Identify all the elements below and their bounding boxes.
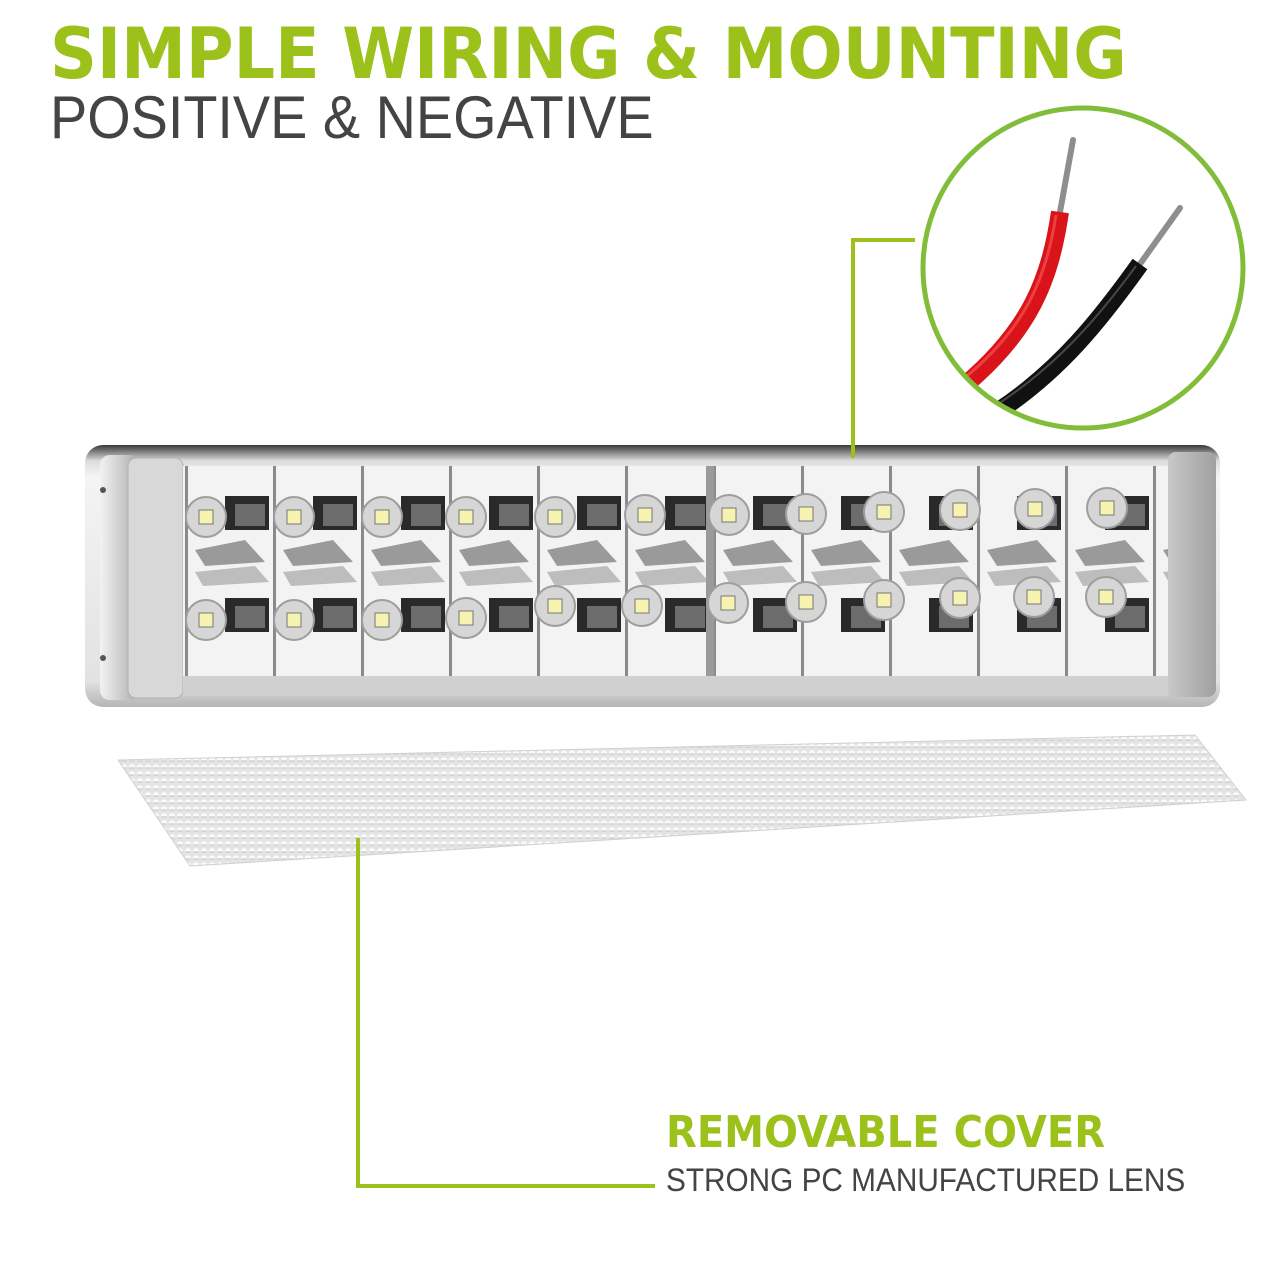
callout-subtitle: STRONG PC MANUFACTURED LENS	[666, 1162, 1186, 1198]
led-emitters	[185, 487, 1128, 641]
removable-lens-cover	[117, 734, 1247, 867]
cover-connector-line	[356, 838, 655, 1188]
callout-title: REMOVABLE COVER	[666, 1107, 1106, 1158]
headline-subtitle: POSITIVE & NEGATIVE	[50, 84, 654, 151]
led-light-bar	[85, 445, 1220, 707]
headline-title: SIMPLE WIRING & MOUNTING	[50, 13, 1127, 95]
wire-connector-line	[851, 238, 915, 458]
wire-detail-callout	[920, 105, 1246, 431]
